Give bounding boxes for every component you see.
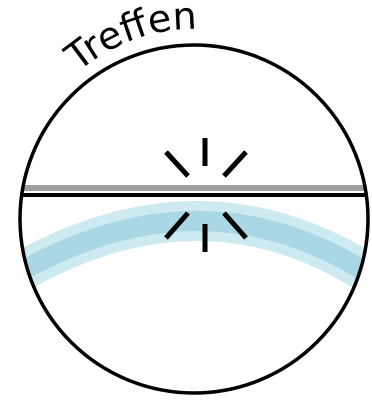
diagram-title: Treffen (56, 0, 197, 80)
spark-ray-top-right (224, 152, 246, 176)
spark-ray-top-left (166, 152, 188, 176)
circle-interior (0, 188, 372, 276)
